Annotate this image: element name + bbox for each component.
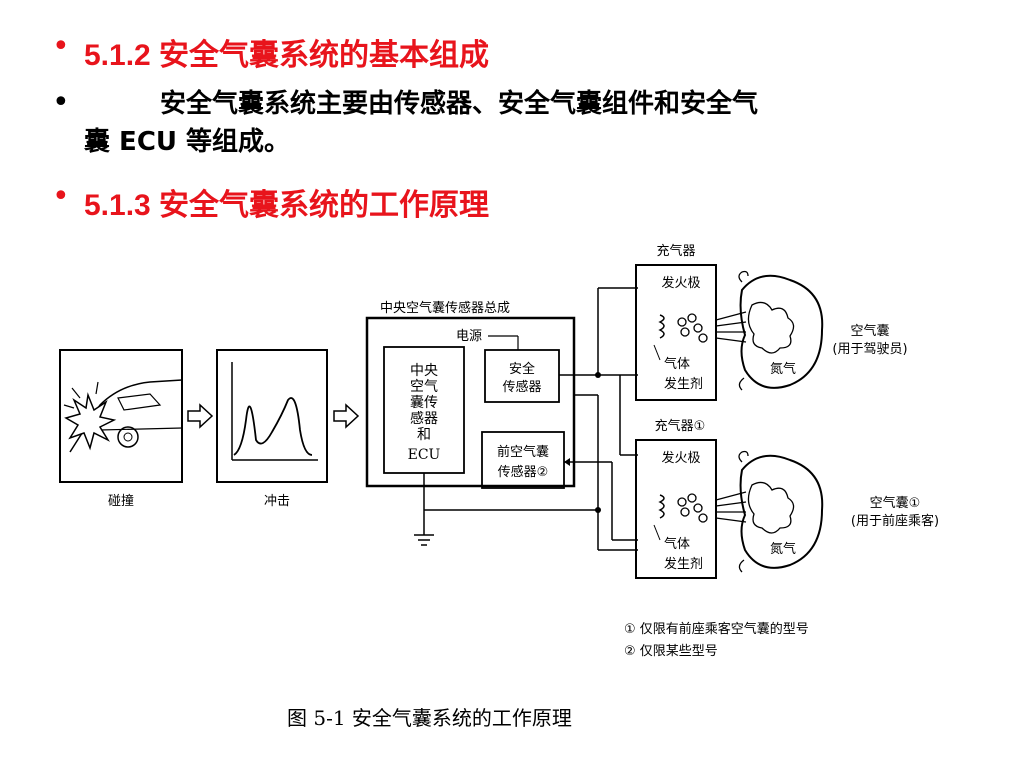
airbag-passenger-label-1: 空气囊① <box>870 495 921 511</box>
airbag-passenger-label-2: (用于前座乘客) <box>851 513 939 529</box>
arrow-right-icon <box>333 403 360 429</box>
footnote-2: ② 仅限某些型号 <box>624 644 718 659</box>
heading2-bullet: • <box>52 179 70 214</box>
svg-text:和: 和 <box>417 427 431 443</box>
gas-generator-bottom-label-2: 发生剂 <box>664 556 703 572</box>
paragraph-bullet: • <box>52 85 70 120</box>
nitrogen-bottom-label: 氮气 <box>770 541 796 557</box>
gas-particles-icon <box>677 493 708 523</box>
gas-particles-icon <box>677 313 708 343</box>
svg-text:ECU: ECU <box>408 447 441 463</box>
central-assembly-label: 中央空气囊传感器总成 <box>380 300 510 316</box>
impact-panel <box>216 349 328 483</box>
inflator-top-label: 充气器 <box>656 243 695 259</box>
gas-generator-bottom-label-1: 气体 <box>664 536 690 552</box>
paragraph-line2: 囊 ECU 等组成。 <box>84 127 291 157</box>
svg-text:感器: 感器 <box>410 410 438 427</box>
airbag-passenger-shape <box>739 454 824 569</box>
gas-generator-top-label-1: 气体 <box>664 356 690 372</box>
gas-cloud-icon <box>747 481 795 534</box>
heading1-bullet: • <box>52 29 70 64</box>
front-sensor-label-1: 前空气囊 <box>497 444 549 460</box>
gas-generator-top-label-2: 发生剂 <box>664 376 703 392</box>
paragraph-text: 安全气囊系统主要由传感器、安全气囊组件和安全气 囊 ECU 等组成。 <box>84 85 964 161</box>
power-label: 电源 <box>456 329 482 344</box>
inflator-bottom-box <box>635 439 717 579</box>
section-heading-5-1-2: 5.1.2 安全气囊系统的基本组成 <box>84 39 490 72</box>
safety-sensor-box <box>484 349 560 403</box>
central-ecu-text: 中央 空气 囊传 感器 和 ECU <box>408 363 441 463</box>
impact-waveform <box>233 397 313 456</box>
gas-cloud-icon <box>747 301 795 354</box>
nitrogen-top-label: 氮气 <box>770 361 796 377</box>
svg-text:囊传: 囊传 <box>410 394 438 411</box>
safety-sensor-label-1: 安全 <box>509 361 535 377</box>
central-sensor-assembly <box>365 316 576 488</box>
impact-label: 冲击 <box>264 494 290 509</box>
front-airbag-sensor-box <box>481 431 565 489</box>
igniter-bottom-label: 发火极 <box>661 450 700 466</box>
figure-caption: 图 5-1 安全气囊系统的工作原理 <box>287 706 572 730</box>
arrow-right-icon <box>187 403 214 429</box>
svg-text:中央: 中央 <box>410 363 438 379</box>
inflator-bottom-label: 充气器① <box>655 418 706 434</box>
section-heading-5-1-3: 5.1.3 安全气囊系统的工作原理 <box>84 189 490 222</box>
impact-star-icon <box>64 392 117 451</box>
svg-text:空气: 空气 <box>410 379 438 395</box>
footnote-1: ① 仅限有前座乘客空气囊的型号 <box>624 621 809 637</box>
collision-panel <box>59 349 183 483</box>
safety-sensor-label-2: 传感器 <box>502 379 541 395</box>
airbag-driver-shape <box>739 274 824 389</box>
airbag-driver-label-1: 空气囊 <box>850 323 889 339</box>
front-sensor-label-2: 传感器② <box>498 464 549 480</box>
igniter-coil-icon <box>658 314 665 339</box>
igniter-coil-icon <box>658 494 665 519</box>
collision-label: 碰撞 <box>108 494 134 509</box>
igniter-top-label: 发火极 <box>661 275 700 291</box>
paragraph-line1: 安全气囊系统主要由传感器、安全气囊组件和安全气 <box>160 89 759 119</box>
airbag-driver-label-2: (用于驾驶员) <box>832 342 907 357</box>
